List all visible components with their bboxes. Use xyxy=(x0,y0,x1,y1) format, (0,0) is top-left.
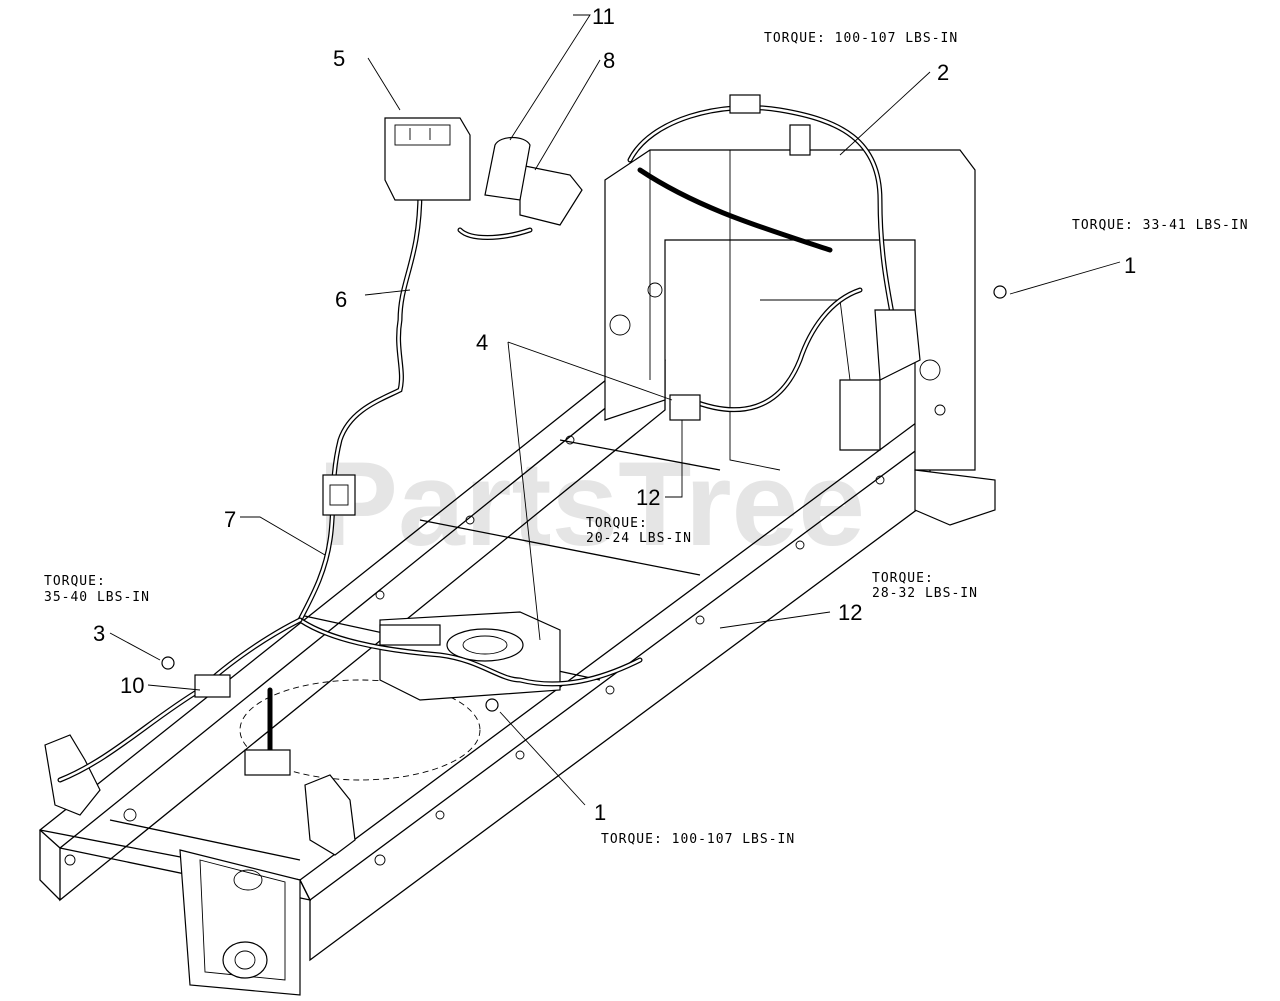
leader-lines xyxy=(109,14,1121,806)
torque-note-middle-line2: 20-24 LBS-IN xyxy=(586,531,692,546)
torque-note-right: TORQUE: 33-41 LBS-IN xyxy=(1072,218,1249,233)
tractor-frame xyxy=(38,149,996,996)
watermark: PartsTree xyxy=(318,437,865,571)
callout-numbers: 1 1 2 3 4 5 6 7 8 10 11 12 12 xyxy=(93,4,1136,825)
wiring-harness xyxy=(57,105,898,783)
torque-note-left-line1: TORQUE: xyxy=(44,574,106,589)
torque-note-right-mid-line2: 28-32 LBS-IN xyxy=(872,586,978,601)
callout-2: 2 xyxy=(937,60,949,85)
torque-notes: TORQUE: 100-107 LBS-IN TORQUE: 33-41 LBS… xyxy=(44,31,1249,847)
callout-5: 5 xyxy=(333,46,345,71)
callout-1-lower: 1 xyxy=(594,800,606,825)
torque-note-bottom: TORQUE: 100-107 LBS-IN xyxy=(601,832,795,847)
torque-note-right-mid-line1: TORQUE: xyxy=(872,571,934,586)
callout-3: 3 xyxy=(93,621,105,646)
torque-note-middle-line1: TORQUE: xyxy=(586,516,648,531)
callout-12-lower: 12 xyxy=(838,600,862,625)
callout-4: 4 xyxy=(476,330,488,355)
callout-12-upper: 12 xyxy=(636,485,660,510)
components xyxy=(161,94,1007,776)
torque-note-top: TORQUE: 100-107 LBS-IN xyxy=(764,31,958,46)
callout-1-upper: 1 xyxy=(1124,253,1136,278)
callout-7: 7 xyxy=(224,507,236,532)
callout-6: 6 xyxy=(335,287,347,312)
torque-note-left-line2: 35-40 LBS-IN xyxy=(44,590,150,605)
callout-8: 8 xyxy=(603,48,615,73)
callout-10: 10 xyxy=(120,673,144,698)
callout-11: 11 xyxy=(592,4,615,29)
